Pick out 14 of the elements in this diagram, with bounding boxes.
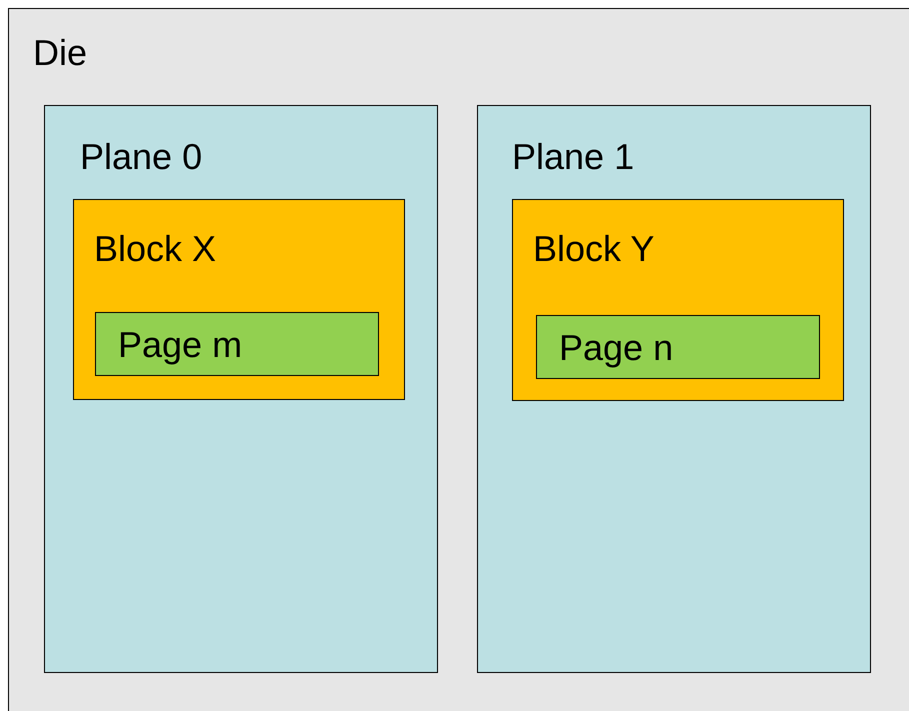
node-label: Block Y: [533, 229, 654, 269]
node-label: Page m: [118, 325, 242, 365]
node-label: Block X: [94, 229, 216, 269]
die-frame: [8, 8, 909, 711]
page-box: [95, 312, 379, 376]
plane-box: [477, 105, 871, 673]
page-box: [536, 315, 820, 379]
block-box: [73, 199, 405, 400]
block-box: [512, 199, 844, 401]
node-label: Page n: [559, 328, 674, 368]
node-label: Die: [33, 33, 88, 73]
plane-box: [44, 105, 438, 673]
node-label: Plane 0: [80, 137, 202, 177]
node-label: Plane 1: [512, 137, 634, 177]
